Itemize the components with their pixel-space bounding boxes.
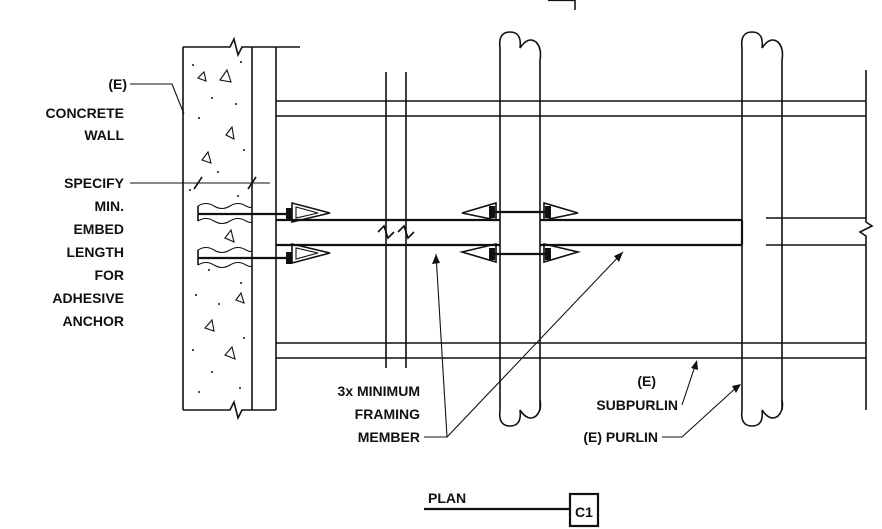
label-purlin: (E) PURLIN: [583, 429, 658, 445]
label-spec-4: LENGTH: [66, 244, 124, 260]
label-concrete-wall: (E) CONCRETE WALL: [45, 76, 127, 143]
new-framing-member: [276, 218, 744, 247]
label-subpurlin: (E) SUBPURLIN: [596, 373, 678, 413]
purlin-2: [740, 31, 784, 427]
detail-ref: C1: [575, 504, 593, 520]
label-wall-3: WALL: [84, 127, 124, 143]
label-wall-2: CONCRETE: [45, 105, 124, 121]
top-box-fragment: [548, 0, 576, 10]
wall-clip-angle-top: [291, 201, 331, 224]
purlin-1: [498, 31, 542, 427]
leaders: [130, 83, 741, 438]
label-subpurlin-1: (E): [637, 373, 656, 389]
concrete-hatch: [189, 61, 245, 393]
subpurlin-bottom: [276, 342, 866, 359]
label-embed-length: SPECIFY MIN. EMBED LENGTH FOR ADHESIVE A…: [52, 175, 124, 329]
label-spec-6: ADHESIVE: [52, 290, 124, 306]
label-framing-member: 3x MINIMUM FRAMING MEMBER: [338, 383, 421, 445]
detail-ref-box: [568, 492, 600, 528]
label-framing-1: 3x MINIMUM: [338, 383, 420, 399]
label-spec-2: MIN.: [94, 198, 124, 214]
plan-title: PLAN: [428, 490, 466, 506]
purlin-clip-angles: [458, 201, 582, 264]
wall-clip-angle-bottom: [291, 242, 331, 265]
label-framing-3: MEMBER: [358, 429, 420, 445]
subpurlin-top: [276, 100, 866, 117]
label-spec-7: ANCHOR: [63, 313, 124, 329]
label-spec-5: FOR: [94, 267, 124, 283]
label-wall-1: (E): [108, 76, 127, 92]
adhesive-anchor-bottom: [197, 246, 292, 269]
label-framing-2: FRAMING: [355, 406, 420, 422]
label-spec-1: SPECIFY: [64, 175, 125, 191]
label-subpurlin-2: SUBPURLIN: [596, 397, 678, 413]
detail-title: PLAN C1: [424, 490, 600, 528]
adhesive-anchor-top: [197, 202, 292, 225]
label-spec-3: EMBED: [73, 221, 124, 237]
concrete-wall: [182, 36, 300, 421]
embed-dimension: [183, 176, 270, 190]
